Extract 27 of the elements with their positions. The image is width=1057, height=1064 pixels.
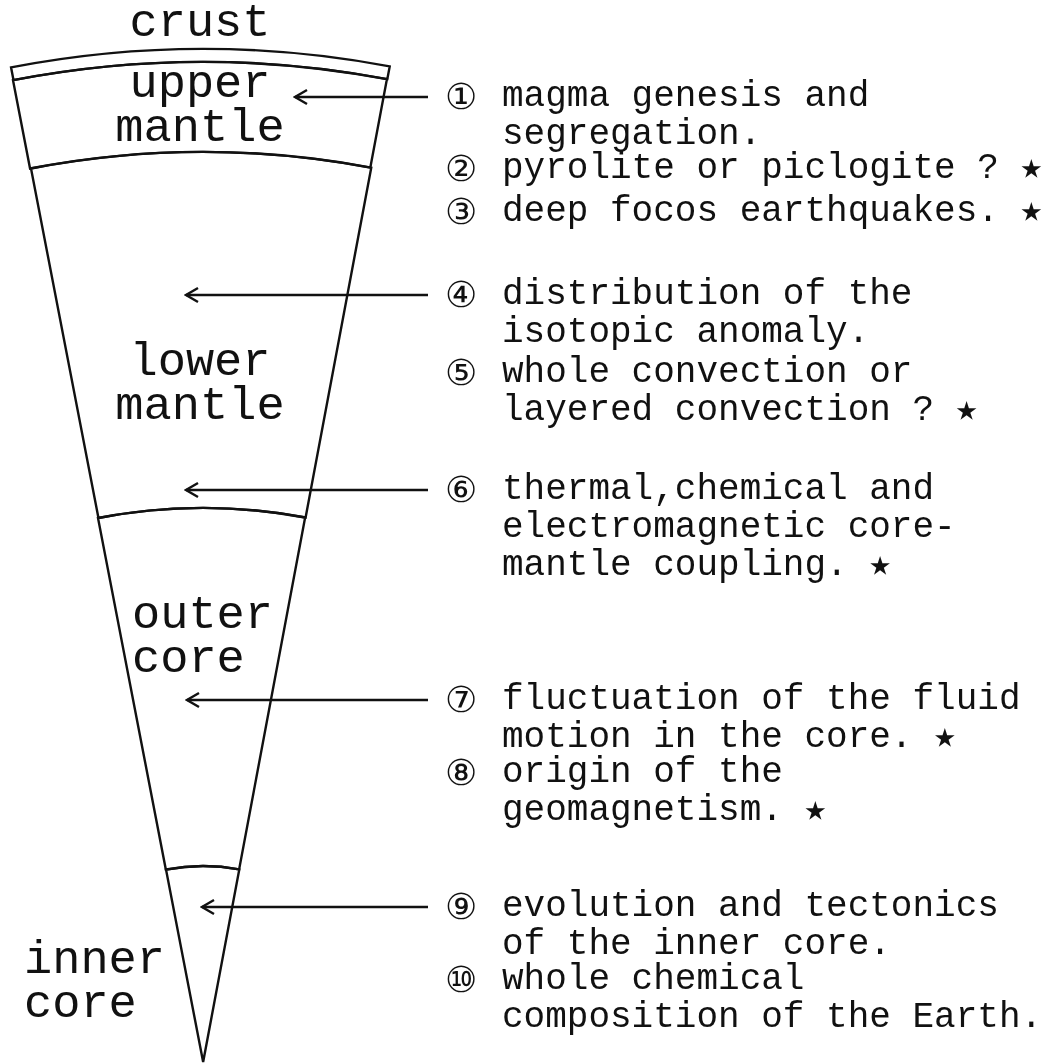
- annotation-text: thermal,chemical and electromagnetic core-mantle coupling. ★: [502, 471, 957, 585]
- annotation-text: pyrolite or piclogite ? ★: [502, 150, 1044, 188]
- annotation-text: origin of the geomagnetism. ★: [502, 754, 828, 830]
- circled-number: ⑧: [445, 754, 478, 792]
- arrow: [184, 481, 428, 499]
- circled-number: ⑤: [445, 354, 478, 392]
- circled-number: ⑥: [445, 471, 478, 509]
- layer-label: upper mantle: [114, 63, 286, 151]
- circled-number: ②: [445, 150, 478, 188]
- annotation-text: deep focos earthquakes. ★: [502, 193, 1044, 231]
- arrow: [293, 88, 428, 106]
- arrow: [185, 691, 428, 709]
- circled-number: ⑨: [445, 888, 478, 926]
- circled-number: ⑩: [445, 961, 478, 999]
- circled-number: ⑦: [445, 681, 478, 719]
- layer-label: inner core: [24, 939, 167, 1027]
- annotation-text: whole chemical composition of the Earth.: [502, 961, 1044, 1037]
- layer-label: crust: [128, 2, 272, 46]
- annotation-text: whole convection or layered convection ? ★: [502, 354, 979, 430]
- arrow: [200, 898, 428, 916]
- layer-label: lower mantle: [114, 341, 286, 429]
- circled-number: ③: [445, 193, 478, 231]
- annotation-text: distribution of the isotopic anomaly.: [502, 276, 914, 352]
- layer-label: outer core: [132, 594, 274, 682]
- circled-number: ④: [445, 276, 478, 314]
- circled-number: ①: [445, 78, 478, 116]
- arrow: [184, 286, 428, 304]
